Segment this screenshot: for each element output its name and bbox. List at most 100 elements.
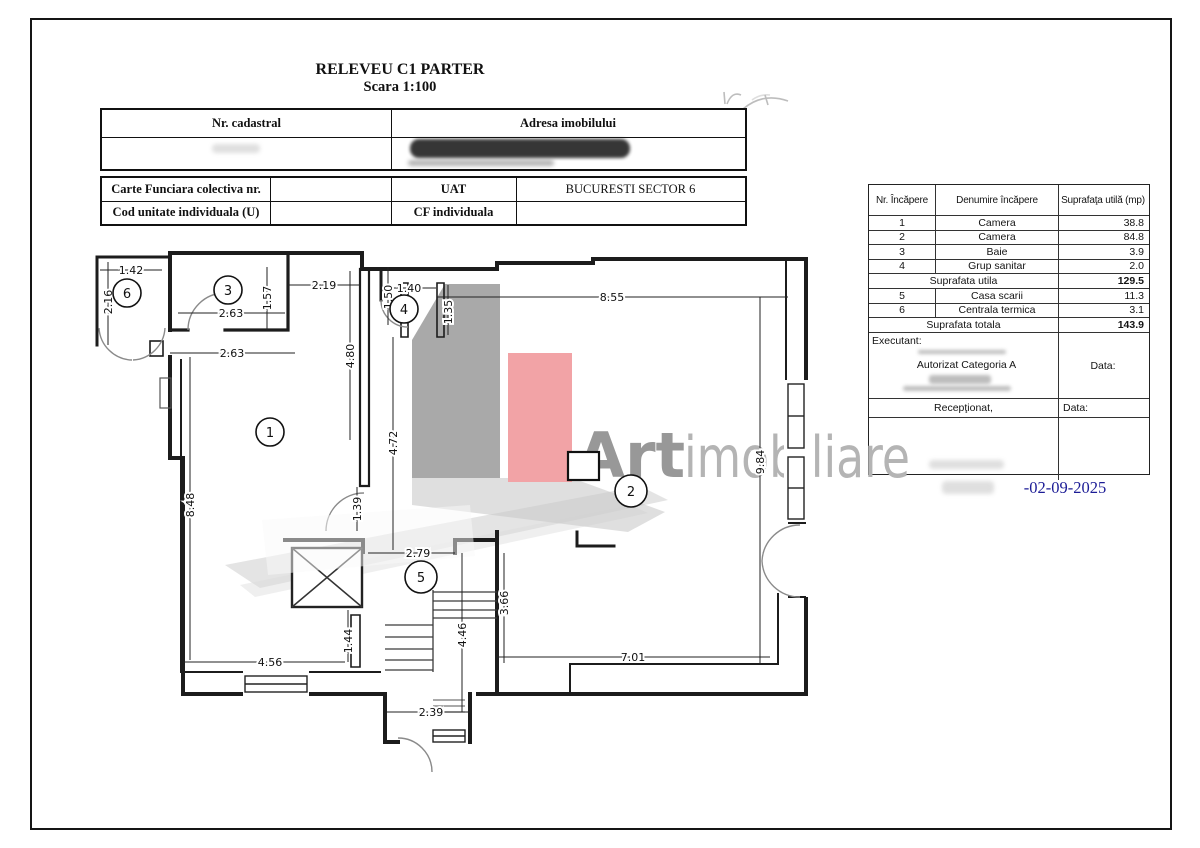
room-number: 2 (627, 485, 635, 500)
empty-signature-row (869, 418, 1149, 480)
door-arc (132, 327, 166, 361)
room-circle-3 (213, 275, 243, 305)
dim-label: 4.72 (387, 431, 400, 456)
room-area: 2.0 (1129, 260, 1144, 273)
room-nr: 3 (869, 245, 936, 259)
dim-label: 4.56 (258, 656, 283, 669)
redaction-gray-block (412, 284, 500, 478)
redacted-address (410, 139, 630, 158)
col-header-area: Suprafaţa utilă (mp) (1061, 194, 1145, 206)
empty-cell (869, 418, 1059, 480)
dim-label: 8.55 (600, 291, 625, 304)
inner-wall-lines (180, 258, 787, 695)
redacted-stamp (903, 386, 1011, 391)
subtotal-value: 129.5 (1117, 275, 1144, 287)
dim-label: 4.80 (344, 344, 357, 369)
legend-square (566, 450, 601, 482)
dim-label: 7.01 (621, 651, 646, 664)
room-area: 3.1 (1129, 304, 1144, 317)
fade-overlay (262, 505, 475, 575)
dim-label: 8.48 (184, 493, 197, 518)
adresa-header: Adresa imobilului (520, 116, 616, 130)
redacted-signature (918, 350, 1006, 354)
dim-label: 1.40 (397, 282, 422, 295)
col-header-name: Denumire încăpere (936, 185, 1059, 215)
dim-label: 1.57 (261, 286, 274, 311)
highlight-pink-block (508, 353, 572, 482)
room-numbers: 1 2 3 4 5 6 (123, 284, 635, 586)
redacted-cadastral-number (212, 144, 260, 153)
room-name: Camera (936, 230, 1059, 244)
room-area: 38.8 (1123, 216, 1144, 229)
room3-walls (171, 251, 290, 332)
col-header-nr: Nr. Încăpere (869, 185, 936, 215)
table-row: 4 Grup sanitar 2.0 (869, 259, 1149, 274)
executant-label: Executant: (872, 335, 922, 347)
nr-cadastral-header: Nr. cadastral (212, 116, 281, 130)
cod-unitate-label: Cod unitate individuala (U) (112, 204, 260, 219)
windows (244, 383, 805, 743)
executant-row: Executant: Autorizat Categoria A Data: (869, 333, 1149, 399)
table-divider (516, 178, 517, 224)
total-label: Suprafata totala (869, 318, 1059, 332)
carte-funciara-table: Carte Funciara colectiva nr. UAT BUCURES… (100, 176, 747, 226)
dim-label: 2.63 (219, 307, 244, 320)
dim-label: 2.79 (406, 547, 431, 560)
dim-label: 1.42 (119, 264, 144, 277)
room-circle-1 (255, 417, 285, 447)
data-label: Data: (1063, 402, 1089, 414)
table-row: 5 Casa scarii 11.3 (869, 289, 1149, 304)
room-name: Camera (936, 216, 1059, 230)
room-name: Centrala termica (936, 303, 1059, 317)
annex-walls (95, 255, 169, 347)
dim-label: 3.66 (498, 591, 511, 616)
room-area: 84.8 (1123, 231, 1144, 244)
table-header-row: Nr. Încăpere Denumire încăpere Suprafaţa… (869, 185, 1149, 216)
room-number: 3 (224, 284, 232, 299)
dim-label: 2.63 (220, 347, 245, 360)
room-markers (112, 275, 648, 594)
room-name: Grup sanitar (936, 259, 1059, 273)
rooms-area-table: Nr. Încăpere Denumire încăpere Suprafaţa… (868, 184, 1150, 480)
dim-label: 4.46 (456, 623, 469, 648)
total-row: Suprafata totala 143.9 (869, 318, 1149, 333)
dim-label: 1.35 (442, 300, 455, 325)
table-row: 3 Baie 3.9 (869, 245, 1149, 260)
table-row: 2 Camera 84.8 (869, 230, 1149, 245)
staircase (385, 590, 497, 713)
autorizat-text: Autorizat Categoria A (916, 359, 1017, 371)
wall-attachment (159, 377, 172, 409)
table-divider (391, 110, 392, 169)
subtotal-row: Suprafata utila 129.5 (869, 274, 1149, 289)
room-nr: 5 (869, 289, 936, 303)
page-border (30, 18, 1172, 830)
table-divider (270, 178, 271, 224)
redacted-signature (929, 460, 1004, 469)
room-nr: 4 (869, 259, 936, 273)
room-area: 3.9 (1129, 245, 1144, 258)
room-circle-5 (404, 560, 438, 594)
room-number: 4 (400, 303, 408, 318)
handwriting-smudge (723, 91, 789, 110)
date-smudge (942, 481, 994, 494)
redacted-address-underline (408, 160, 554, 166)
room-name: Baie (936, 245, 1059, 259)
total-value: 143.9 (1117, 319, 1144, 331)
room-nr: 2 (869, 230, 936, 244)
redacted-signature (929, 375, 991, 384)
table-row: 1 Camera 38.8 (869, 216, 1149, 231)
dim-label: 2.19 (312, 279, 337, 292)
double-door-arc (761, 524, 801, 562)
table-divider (391, 178, 392, 224)
data-label: Data: (1090, 359, 1116, 372)
cf-individuala-label: CF individuala (413, 204, 494, 219)
dim-label: 1.39 (351, 497, 364, 522)
plan-title: RELEVEU C1 PARTER (315, 61, 485, 78)
room-nr: 1 (869, 216, 936, 230)
room-nr: 6 (869, 303, 936, 317)
executant-cell: Executant: Autorizat Categoria A (869, 333, 1059, 398)
room-circle-6 (112, 278, 142, 308)
door-jamb (149, 340, 164, 357)
dimension-lines (100, 262, 788, 713)
